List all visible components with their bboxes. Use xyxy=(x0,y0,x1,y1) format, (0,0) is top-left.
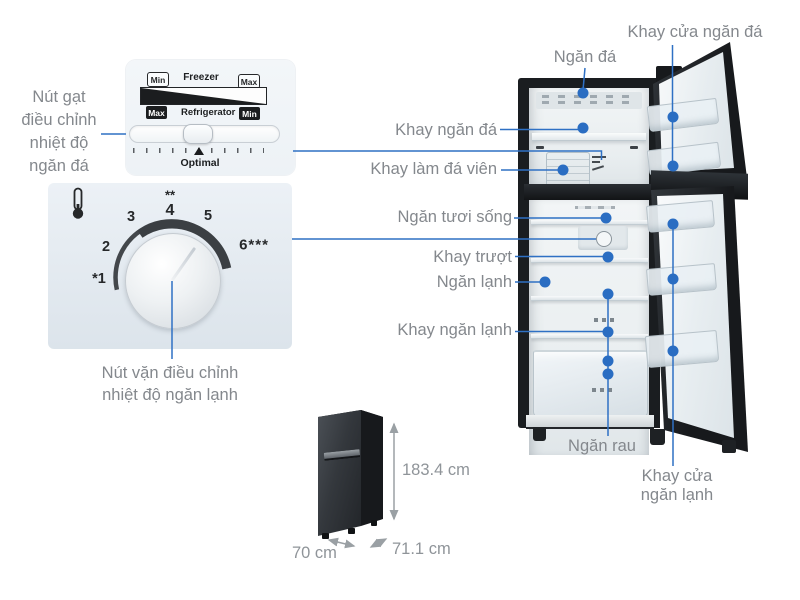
freezer-vent xyxy=(536,92,642,109)
dial-mark-3: 3 xyxy=(126,209,136,225)
fridge-foot xyxy=(533,427,546,441)
ice-maker-tray xyxy=(546,152,590,188)
fridge-dial-panel: *1 2 3 4 ** 5 6*** xyxy=(48,183,292,349)
dial-mark-1: *1 xyxy=(92,271,106,287)
fridge-shelf xyxy=(531,334,648,339)
detail-marks xyxy=(594,318,614,322)
wedge-fill xyxy=(141,88,266,104)
freezer-min-badge: Min xyxy=(147,72,169,87)
optimal-label: Optimal xyxy=(180,157,220,169)
callout-line: ngăn lạnh xyxy=(640,486,714,504)
freezer-control-unit xyxy=(591,156,614,176)
fridge-base xyxy=(526,415,654,429)
dial-mark-4: 4 xyxy=(165,202,175,219)
fridge-vent xyxy=(572,204,618,211)
label-khay-lam-da-vien: Khay làm đá viên xyxy=(370,160,497,178)
label-height: 183.4 cm xyxy=(402,461,470,479)
main-refrigerator-image xyxy=(510,40,770,470)
dimension-fridge-image xyxy=(280,400,480,570)
dial-mark-snowflakes: ** xyxy=(164,187,176,203)
callout-line: nhiệt độ ngăn lạnh xyxy=(102,386,238,404)
label-ngan-rau: Ngăn rau xyxy=(568,437,636,455)
label-ngan-da: Ngăn đá xyxy=(553,48,617,66)
dial-mark-5: 5 xyxy=(203,208,213,224)
label-khay-cua-ngan-da: Khay cửa ngăn đá xyxy=(627,23,763,41)
slider-handle xyxy=(183,124,213,144)
fridge-door-inner xyxy=(657,194,734,438)
vegetable-drawer xyxy=(533,350,648,417)
label-khay-ngan-da: Khay ngăn đá xyxy=(395,121,497,139)
dial-mark-6: 6*** xyxy=(239,236,269,254)
mini-fridge-side xyxy=(361,410,383,526)
label-khay-cua-ngan-lanh: Khay cửa ngăn lạnh xyxy=(618,467,736,505)
sliding-shelf xyxy=(531,258,648,263)
freezer-shelf xyxy=(532,133,646,141)
label-ngan-tuoi-song: Ngăn tươi sống xyxy=(397,208,512,226)
callout-freezer-lever: Nút gạt điều chỉnh nhiệt độ ngăn đá xyxy=(8,86,110,178)
fridge-door-bin xyxy=(644,329,720,369)
mini-fridge-foot xyxy=(348,528,355,534)
dial-arc xyxy=(113,219,232,291)
mini-fridge-front xyxy=(318,410,361,536)
fridge-shelf xyxy=(531,220,648,225)
label-ngan-lanh: Ngăn lạnh xyxy=(436,273,512,291)
label-khay-ngan-lanh: Khay ngăn lạnh xyxy=(397,321,512,339)
thermometer-icon xyxy=(72,187,84,219)
label-khay-truot: Khay trượt xyxy=(433,248,512,266)
callout-line: Khay cửa xyxy=(641,467,713,485)
fridge-control-dial xyxy=(596,231,612,247)
callout-line: nhiệt độ xyxy=(29,134,89,152)
temperature-wedge xyxy=(140,87,267,105)
callout-line: điều chỉnh xyxy=(21,111,97,129)
fridge-foot xyxy=(650,429,665,445)
fridge-shelf xyxy=(531,296,648,301)
compartment-divider xyxy=(524,184,658,200)
freezer-slider-panel: Min Freezer Max Max Refrigerator Min Opt… xyxy=(126,60,295,175)
callout-fridge-knob: Nút vặn điều chỉnh nhiệt độ ngăn lạnh xyxy=(70,362,270,406)
detail-marks xyxy=(592,388,614,392)
label-width: 70 cm xyxy=(292,544,337,562)
callout-line: ngăn đá xyxy=(29,157,89,175)
freezer-label: Freezer xyxy=(183,72,219,83)
mini-fridge-foot xyxy=(322,533,329,539)
door-bottom-corner xyxy=(722,440,736,453)
refrigerator-label: Refrigerator xyxy=(181,107,236,118)
fridge-min-badge: Min xyxy=(239,107,260,120)
fridge-max-badge: Max xyxy=(146,106,167,119)
detail-dash xyxy=(630,146,638,149)
dial-mark-2: 2 xyxy=(101,239,111,255)
callout-line: Nút gạt xyxy=(32,88,86,106)
triangle-up-marker-icon xyxy=(194,147,204,155)
callout-line: Nút vặn điều chỉnh xyxy=(101,364,239,382)
label-depth: 71.1 cm xyxy=(392,540,451,558)
mini-fridge-foot xyxy=(371,520,377,526)
detail-dash xyxy=(536,146,544,149)
